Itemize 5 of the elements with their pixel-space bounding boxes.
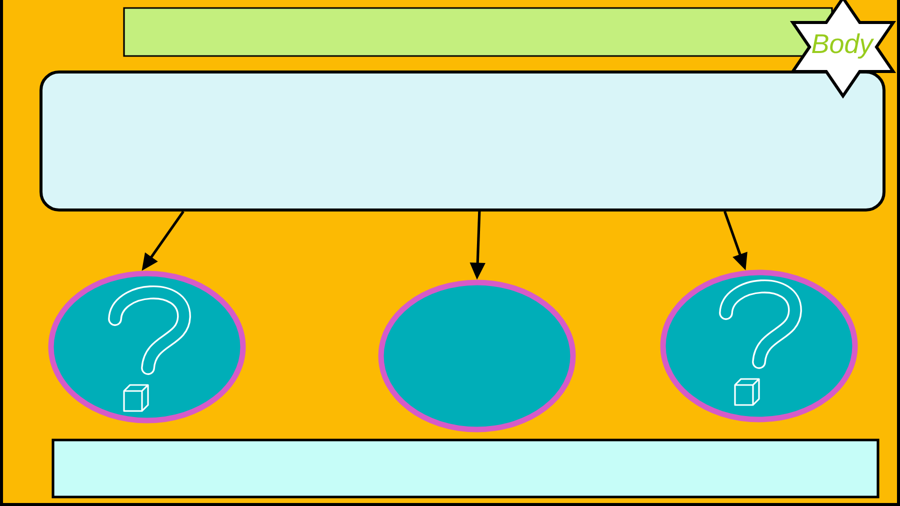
ellipse xyxy=(378,280,576,432)
rounded-box xyxy=(40,70,886,212)
ellipse xyxy=(660,270,858,422)
ellipse xyxy=(48,270,246,424)
answer-box xyxy=(52,438,880,498)
